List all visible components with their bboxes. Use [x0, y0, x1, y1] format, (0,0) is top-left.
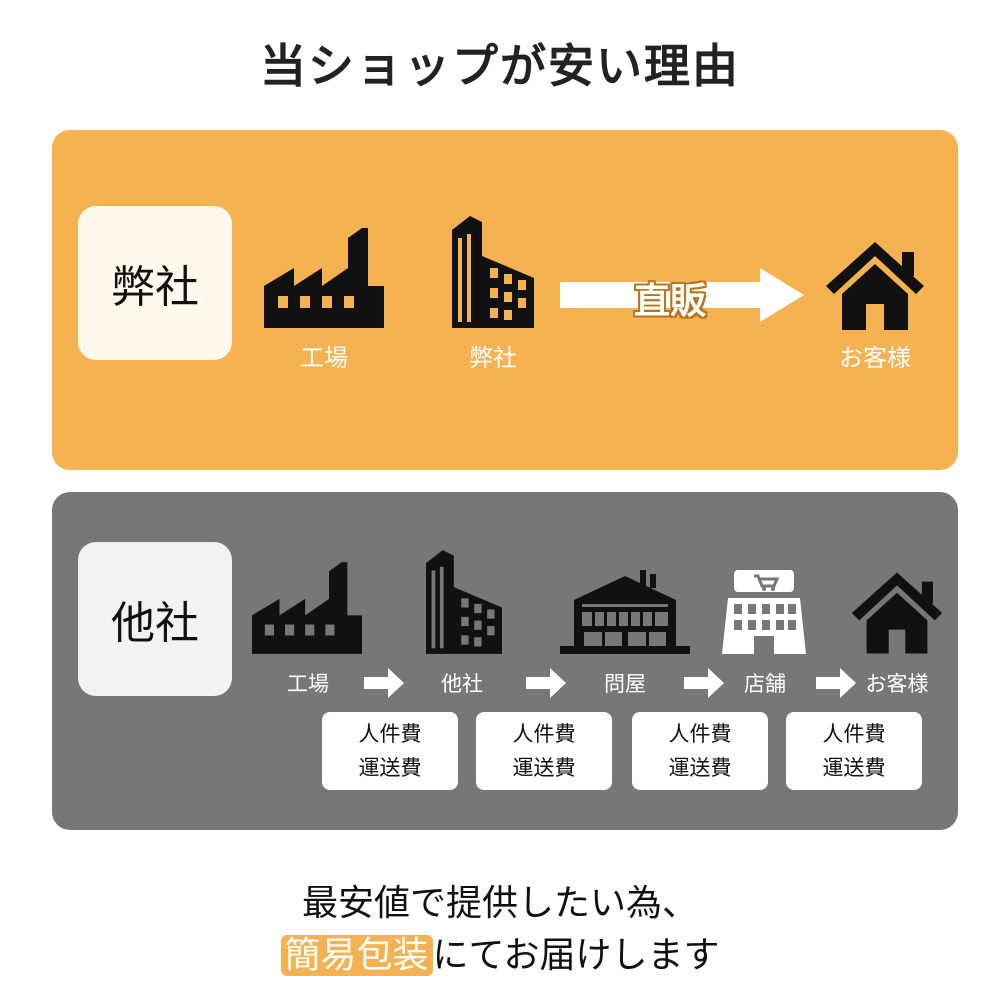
warehouse-icon: [560, 570, 690, 654]
footer-line-2-text: にてお届けします: [432, 935, 720, 976]
cost-shipping: 運送費: [358, 756, 422, 780]
factory-icon: [264, 228, 384, 328]
cost-box: 人件費 運送費: [632, 712, 768, 790]
footer-line-1: 最安値で提供したい為、: [301, 883, 698, 924]
office-building-icon: [452, 216, 534, 328]
arrow-right-icon: [684, 668, 724, 698]
footer-line-2: 簡易包装にてお届けします: [0, 926, 1000, 978]
caption-wholesaler: 問屋: [604, 672, 646, 696]
caption-other-customer: お客様: [865, 672, 929, 696]
factory-icon: [252, 562, 362, 654]
page-title: 当ショップが安い理由: [260, 39, 740, 93]
arrow-right-icon: [816, 668, 856, 698]
office-building-icon: [426, 550, 502, 654]
house-icon: [851, 572, 943, 654]
house-icon: [826, 242, 924, 330]
our-company-label: 弊社: [78, 206, 232, 360]
arrow-right-icon: [526, 668, 566, 698]
caption-other-company: 他社: [441, 672, 483, 696]
cost-labor: 人件費: [822, 722, 886, 746]
cost-labor: 人件費: [668, 722, 732, 746]
store-icon: [722, 570, 806, 654]
cost-box: 人件費 運送費: [322, 712, 458, 790]
cost-shipping: 運送費: [512, 756, 576, 780]
cost-labor: 人件費: [512, 722, 576, 746]
cost-labor: 人件費: [358, 722, 422, 746]
footer-highlight: 簡易包装: [280, 935, 433, 976]
cost-shipping: 運送費: [668, 756, 732, 780]
caption-our-company: 弊社: [469, 344, 517, 372]
direct-sale-arrow-icon: [560, 268, 804, 322]
cost-shipping: 運送費: [822, 756, 886, 780]
cost-box: 人件費 運送費: [786, 712, 922, 790]
cost-box: 人件費 運送費: [476, 712, 612, 790]
direct-sale-label: 直販: [633, 281, 706, 322]
other-company-label: 他社: [78, 542, 232, 696]
caption-store: 店舗: [744, 672, 786, 696]
caption-factory: 工場: [287, 672, 329, 696]
caption-factory: 工場: [300, 344, 348, 372]
arrow-right-icon: [364, 668, 404, 698]
caption-our-customer: お客様: [839, 344, 911, 372]
